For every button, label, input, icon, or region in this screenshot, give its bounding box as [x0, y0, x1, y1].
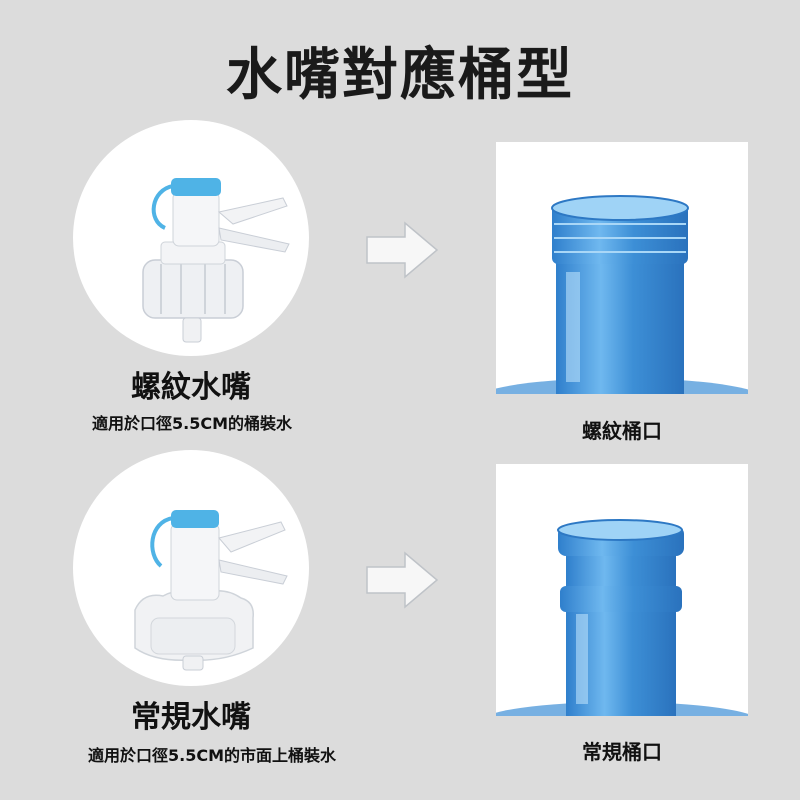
threaded-spout-image — [73, 120, 309, 356]
regular-bucket-image — [496, 464, 748, 716]
threaded-bucket-image — [496, 142, 748, 394]
threaded-spout-description: 適用於口徑5.5CM的桶裝水 — [91, 414, 292, 433]
regular-bucket-label: 常規桶口 — [582, 740, 662, 764]
right-arrow-icon — [366, 551, 439, 609]
regular-spout-image — [73, 450, 309, 686]
right-arrow-icon — [366, 221, 439, 279]
page-title: 水嘴對應桶型 — [226, 43, 574, 108]
regular-spout-row: 常規水嘴 適用於口徑5.5CM的市面上桶裝水 常規桶口 — [0, 440, 800, 770]
regular-spout-description: 適用於口徑5.5CM的市面上桶裝水 — [87, 746, 336, 765]
threaded-spout-row: 螺紋水嘴 適用於口徑5.5CM的桶裝水 螺紋桶口 — [0, 110, 800, 443]
threaded-bucket-label: 螺紋桶口 — [582, 419, 662, 443]
threaded-spout-name: 螺紋水嘴 — [131, 370, 251, 405]
regular-spout-name: 常規水嘴 — [131, 700, 251, 735]
